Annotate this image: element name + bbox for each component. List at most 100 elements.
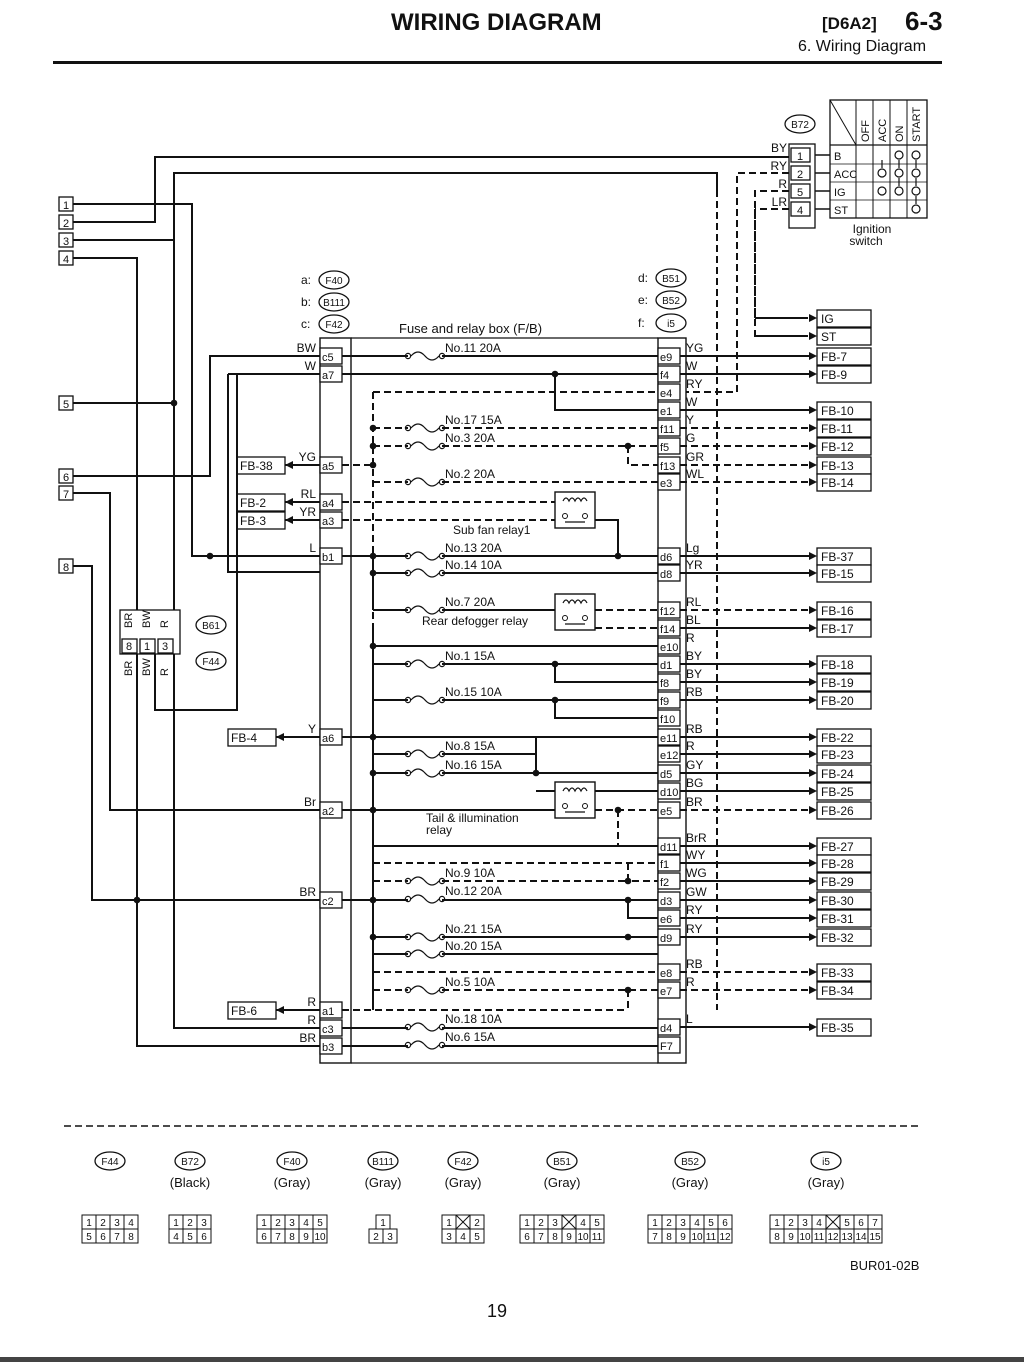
- connector-pin-number: 4: [173, 1232, 179, 1243]
- ignition-pin-label: 4: [797, 205, 803, 217]
- left-pin-label: a5: [322, 461, 334, 473]
- ignition-terminal-label: B: [834, 151, 841, 163]
- connector-legend-badge-label: F42: [325, 320, 343, 331]
- ignition-switch-label: switch: [849, 234, 882, 248]
- output-terminal-label: FB-34: [821, 984, 854, 998]
- junction-dot: [369, 552, 377, 560]
- page-bottom-edge: [0, 1357, 1024, 1362]
- right-wire-label: Lg: [686, 541, 699, 555]
- connector-pin-number: 3: [802, 1218, 808, 1229]
- right-pin-label: f12: [660, 606, 675, 618]
- left-pin-label: a6: [322, 733, 334, 745]
- relay-coil-icon: [562, 599, 588, 605]
- right-pin-label: d4: [660, 1023, 672, 1035]
- output-terminal-box: [816, 981, 872, 1000]
- arrow-head-icon: [285, 516, 293, 524]
- connector-pin-cell: [717, 1228, 733, 1244]
- right-wire-label: YR: [686, 558, 703, 572]
- right-wire-label: BY: [686, 649, 702, 663]
- arrow-head-icon: [809, 478, 817, 486]
- junction-dot: [532, 769, 540, 777]
- connector-pin-cell: [196, 1228, 212, 1244]
- connector-legend-key: c:: [301, 317, 310, 331]
- arrow-head-icon: [809, 660, 817, 668]
- right-pin-label: f13: [660, 461, 675, 473]
- right-pin-label: d11: [660, 842, 678, 854]
- junction-dot: [369, 461, 377, 469]
- connector-legend-badge-label: B111: [323, 298, 345, 309]
- output-terminal-label: FB-7: [821, 350, 847, 364]
- right-wire-label: RY: [686, 377, 702, 391]
- arrow-head-icon: [809, 750, 817, 758]
- output-terminal-label: FB-38: [240, 459, 273, 473]
- right-wire-label: WL: [686, 467, 704, 481]
- fuse-icon: [410, 1022, 440, 1032]
- fuse-icon: [410, 985, 440, 995]
- fuse-icon: [410, 695, 440, 705]
- left-pin-label: a4: [322, 498, 334, 510]
- relay-label: Tail & illumination: [426, 811, 519, 825]
- right-pin-box: [657, 709, 681, 727]
- connector-pin-number: 11: [706, 1232, 717, 1243]
- f44-pin-box: [121, 638, 138, 654]
- output-terminal-box: [816, 655, 872, 674]
- output-terminal-label: FB-16: [821, 604, 854, 618]
- connector-legend-badge-label: B51: [662, 274, 680, 285]
- left-wire-label: YR: [299, 505, 316, 519]
- left-wire-label: BR: [299, 885, 316, 899]
- fuse-icon: [410, 441, 440, 451]
- ignition-position-label: ON: [894, 125, 906, 142]
- right-wire-label: WY: [686, 848, 705, 862]
- fuse-box-title: Fuse and relay box (F/B): [399, 321, 542, 336]
- b61-wire-label: R: [159, 620, 171, 628]
- arrow-head-icon: [809, 442, 817, 450]
- relay-coil-icon: [562, 497, 588, 503]
- relay-label: Rear defogger relay: [422, 614, 528, 628]
- switch-contact: [911, 204, 921, 214]
- right-pin-label: d1: [660, 660, 672, 672]
- relay-contact: [582, 615, 588, 621]
- output-terminal-label: FB-15: [821, 567, 854, 581]
- switch-contact: [877, 168, 887, 178]
- left-wire-label: Br: [304, 795, 316, 809]
- right-wire-label: RL: [686, 595, 702, 609]
- relay-contact: [562, 803, 568, 809]
- right-pin-label: f11: [660, 424, 674, 436]
- right-wire-label: R: [686, 631, 695, 645]
- fuse-label: No.12 20A: [445, 884, 502, 898]
- fuse-label: No.2 20A: [445, 467, 495, 481]
- fuse-label: No.8 15A: [445, 739, 495, 753]
- right-wire-label: RB: [686, 685, 703, 699]
- arrow-head-icon: [809, 552, 817, 560]
- output-terminal-label: FB-12: [821, 440, 854, 454]
- output-terminal-box: [816, 419, 872, 438]
- output-terminal-box: [816, 473, 872, 492]
- connector-b61-badge-label: B61: [202, 621, 220, 632]
- left-wire-label: BR: [299, 1031, 316, 1045]
- output-terminal-box: [816, 854, 872, 873]
- side-terminal-label: 6: [63, 472, 69, 484]
- output-terminal-box: [816, 928, 872, 947]
- connector-f40-badge: [276, 1151, 308, 1171]
- output-terminal-label: FB-6: [231, 1004, 257, 1018]
- connector-f44-badge-label: F44: [101, 1157, 119, 1168]
- wire: [554, 374, 658, 411]
- connector-legend-badge: [318, 270, 350, 290]
- connector-b61-badge: [195, 615, 227, 635]
- table-diagonal: [829, 99, 857, 146]
- connector-pin-number: 14: [855, 1232, 867, 1243]
- right-pin-label: e7: [660, 986, 672, 998]
- connector-pin-number: 11: [814, 1232, 825, 1243]
- right-wire-label: BR: [686, 795, 703, 809]
- left-pin-label: c5: [322, 352, 334, 364]
- connector-legend-badge: [318, 314, 350, 334]
- connector-b72-badge-label: B72: [181, 1157, 199, 1168]
- arrow-head-icon: [809, 314, 817, 322]
- f44-pin-box: [139, 638, 156, 654]
- connector-pin-cell: [312, 1228, 328, 1244]
- right-wire-label: RB: [686, 957, 703, 971]
- relay-coil-icon: [562, 787, 588, 793]
- connector-b51-badge-label: B51: [553, 1157, 571, 1168]
- right-wire-label: RB: [686, 722, 703, 736]
